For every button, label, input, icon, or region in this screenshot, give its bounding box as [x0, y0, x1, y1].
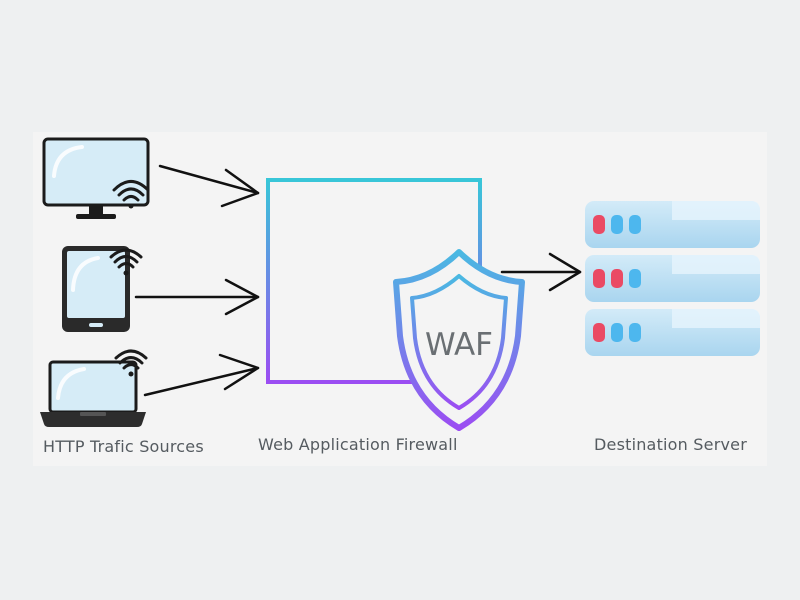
- wifi-icon: [109, 248, 143, 276]
- laptop-icon: [40, 349, 148, 427]
- wifi-icon: [112, 180, 150, 209]
- arrow-laptop-to-firewall: [143, 353, 260, 397]
- waf-badge-text: WAF: [425, 327, 493, 363]
- traffic-arrows: [134, 164, 260, 397]
- wifi-icon: [114, 349, 148, 377]
- server-stack-icon: [585, 201, 760, 356]
- arrow-tablet-to-firewall: [134, 278, 260, 316]
- arrow-firewall-to-server: [500, 252, 582, 292]
- server-unit: [585, 309, 760, 356]
- tablet-icon: [62, 246, 143, 332]
- monitor-icon: [42, 137, 150, 219]
- server-label: Destination Server: [594, 435, 747, 454]
- server-unit: [585, 255, 760, 302]
- waf-shield-icon: WAF: [393, 249, 525, 431]
- arrow-monitor-to-firewall: [158, 164, 260, 208]
- sources-label: HTTP Trafic Sources: [43, 437, 204, 456]
- server-unit: [585, 201, 760, 248]
- firewall-label: Web Application Firewall: [258, 435, 458, 454]
